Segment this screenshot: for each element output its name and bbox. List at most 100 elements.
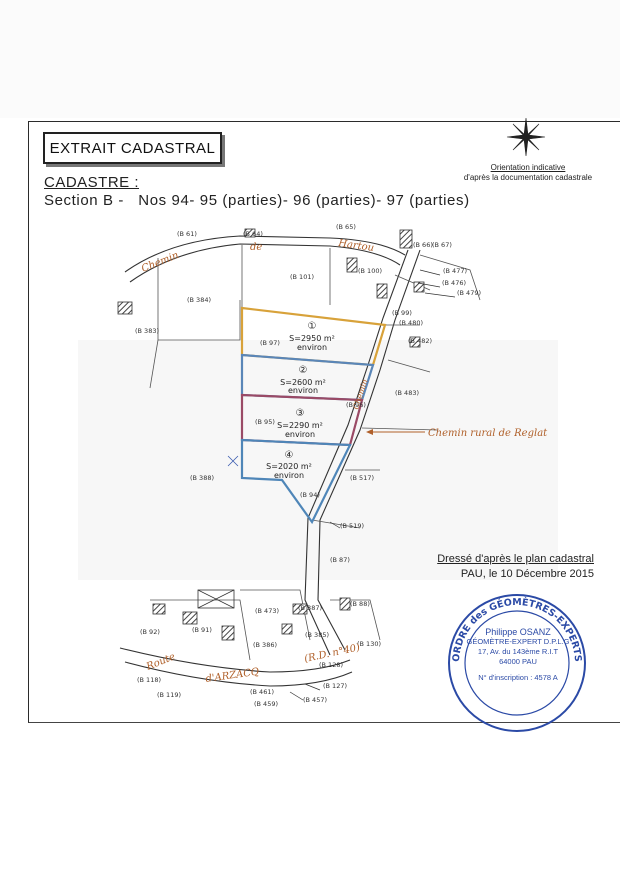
chemin-rural-arrowhead bbox=[366, 429, 373, 435]
parcel-label: (B 99) bbox=[392, 309, 412, 317]
building bbox=[413, 281, 425, 293]
drawn-note-line-1: Dressé d'après le plan cadastral bbox=[437, 553, 594, 565]
document-title: EXTRAIT CADASTRAL bbox=[43, 132, 222, 164]
orientation-line-2: d'après la documentation cadastrale bbox=[463, 173, 593, 182]
building bbox=[221, 625, 235, 641]
parcel-label: (B 94) bbox=[300, 491, 320, 499]
parcel-label: (B 87) bbox=[330, 556, 350, 564]
parcel-label: (B 385) bbox=[305, 631, 329, 639]
orientation-note: Orientation indicative d'après la docume… bbox=[452, 163, 604, 183]
chemin-hartou-south-edge bbox=[129, 243, 401, 283]
lot-labels: ① S=2950 m² environ ② S=2600 m² environ … bbox=[266, 321, 335, 480]
parcel-label: (B 67) bbox=[432, 241, 452, 249]
parcel-line bbox=[157, 258, 241, 341]
parcel-line bbox=[394, 274, 431, 291]
parcel-label: (B 65) bbox=[336, 223, 356, 231]
parcel-label: (B 64) bbox=[243, 230, 263, 238]
parcel-label: (B 383) bbox=[135, 327, 159, 335]
stamp-address: 17, Av. du 143ème R.I.T bbox=[477, 647, 559, 656]
parcel-line bbox=[361, 427, 439, 431]
main-road-east-edge bbox=[317, 249, 421, 651]
building bbox=[182, 611, 198, 625]
drawn-note-line-2: PAU, le 10 Décembre 2015 bbox=[460, 568, 594, 580]
parcel-label: (B 388) bbox=[190, 474, 214, 482]
stamp-city: 64000 PAU bbox=[499, 657, 537, 666]
building bbox=[409, 336, 421, 348]
parcel-labels: (B 61) (B 64) (B 65) (B 66) (B 67) (B 10… bbox=[135, 223, 481, 708]
route-arzacq-south bbox=[124, 661, 353, 687]
building bbox=[244, 228, 256, 238]
building bbox=[281, 623, 293, 635]
parcel-label: (B 384) bbox=[187, 296, 211, 304]
parcel-label: (B 461) bbox=[250, 688, 274, 696]
drawn-note: Dressé d'après le plan cadastral PAU, le… bbox=[397, 552, 594, 582]
parcel-label: (B 476) bbox=[442, 279, 466, 287]
document-frame bbox=[28, 121, 620, 723]
parcel-line bbox=[241, 245, 386, 326]
parcel-line bbox=[311, 519, 361, 529]
stamp-name: Philippe OSANZ bbox=[485, 627, 551, 637]
stamp-title: GÉOMÈTRE-EXPERT D.P.L.G bbox=[466, 637, 570, 646]
parcel-label: (B 101) bbox=[290, 273, 314, 281]
stamp: Philippe OSANZ GÉOMÈTRE-EXPERT D.P.L.G 1… bbox=[466, 627, 570, 683]
building bbox=[346, 257, 358, 273]
pen-mark bbox=[227, 455, 239, 467]
parcel-line bbox=[150, 599, 251, 661]
building bbox=[152, 603, 166, 615]
parcel-label: (B 480) bbox=[399, 319, 423, 327]
parcel-label: (B 100) bbox=[358, 267, 382, 275]
parcel-label: (B 517) bbox=[350, 474, 374, 482]
parcel-label: (B 386) bbox=[253, 641, 277, 649]
building bbox=[292, 603, 308, 615]
road-name-chemin: Chemin bbox=[140, 250, 180, 275]
parcel-label: (B 97) bbox=[260, 339, 280, 347]
building-cross bbox=[197, 589, 235, 609]
lot-3-approx: environ bbox=[285, 430, 315, 439]
stamp-outer-ring bbox=[448, 594, 586, 732]
parcel-label: (B 66) bbox=[413, 241, 433, 249]
lot-2-area: S=2600 m² bbox=[280, 378, 326, 387]
building bbox=[339, 597, 351, 611]
parcel-label: (B 482) bbox=[408, 337, 432, 345]
lot-1-approx: environ bbox=[297, 343, 327, 352]
building bbox=[117, 301, 133, 315]
parcel-line bbox=[387, 359, 431, 373]
building-outline bbox=[197, 589, 235, 609]
lot-1-area: S=2950 m² bbox=[289, 334, 335, 343]
orientation-line-1: Orientation indicative bbox=[490, 163, 566, 172]
parcel-label: (B 457) bbox=[303, 696, 327, 704]
route-arzacq-north bbox=[119, 647, 351, 673]
parcel-label: (B 477) bbox=[443, 267, 467, 275]
parcel-label: (B 61) bbox=[177, 230, 197, 238]
lot-1-number: ① bbox=[308, 321, 317, 332]
parcel-label: (B 473) bbox=[255, 607, 279, 615]
compass-rose-icon bbox=[506, 117, 546, 157]
stamp-inner-ring bbox=[464, 610, 570, 716]
road-name-chemin-rural: Chemin rural de Reglat bbox=[428, 428, 548, 439]
parcel-label: (B 483) bbox=[395, 389, 419, 397]
building bbox=[376, 283, 388, 299]
lot-4-approx: environ bbox=[274, 471, 304, 480]
building bbox=[399, 229, 413, 249]
parcel-line bbox=[419, 254, 481, 301]
parcel-label: (B 92) bbox=[140, 628, 160, 636]
road-network bbox=[119, 235, 421, 687]
road-name-hartou: Hartou bbox=[337, 238, 375, 254]
stamp-inscription: N° d'inscription : 4578 A bbox=[478, 673, 558, 682]
lot-4-number: ④ bbox=[285, 450, 294, 461]
parcel-line bbox=[240, 589, 311, 641]
parcel-label: (B 387) bbox=[298, 604, 322, 612]
parcel-label: (B 119) bbox=[157, 691, 181, 699]
buildings bbox=[117, 228, 425, 641]
chemin-hartou-north-edge bbox=[124, 235, 406, 273]
main-road-west-edge bbox=[304, 249, 409, 656]
lot-2-number: ② bbox=[299, 365, 308, 376]
pointer-arrows bbox=[289, 269, 456, 701]
lot-4-outline bbox=[240, 438, 352, 525]
lot-2-approx: environ bbox=[288, 386, 318, 395]
parcel-label: (B 88) bbox=[350, 600, 370, 608]
parcel-label: (B 479) bbox=[457, 289, 481, 297]
parcel-label: (B 127) bbox=[323, 682, 347, 690]
parcel-label: (B 128) bbox=[319, 661, 343, 669]
parcel-label: (B 459) bbox=[254, 700, 278, 708]
